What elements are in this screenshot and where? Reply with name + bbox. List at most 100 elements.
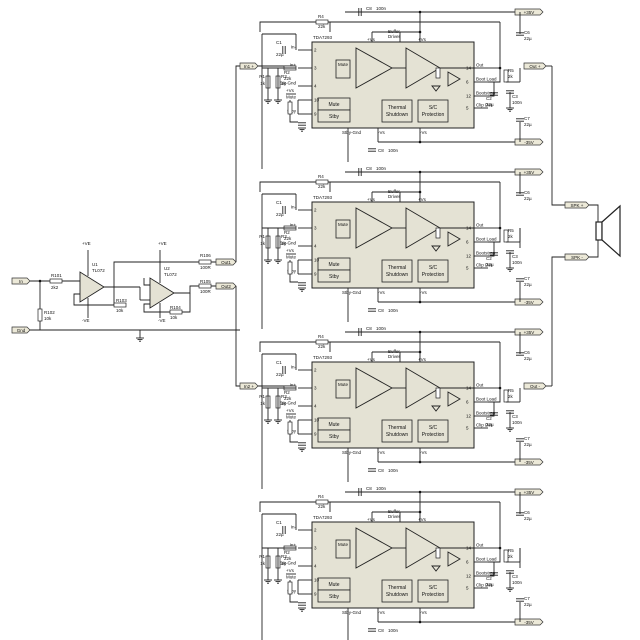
junction-dot bbox=[418, 170, 422, 174]
internal-diode bbox=[431, 405, 441, 412]
feedback-wire bbox=[259, 341, 331, 352]
vs-plus-label: +Vs bbox=[286, 88, 295, 93]
u1-vminus: -VE bbox=[82, 318, 90, 323]
stby-gnd-label: Stby-Gnd bbox=[342, 610, 362, 615]
chip-part-label: TDA7293 bbox=[313, 355, 333, 360]
junction-dot bbox=[418, 460, 422, 464]
rail-plus-top-text: +35V bbox=[524, 490, 535, 495]
stby-gnd-label: Stby-Gnd bbox=[342, 130, 362, 135]
feedback-resistor-r4 bbox=[315, 499, 329, 505]
r4-label: R4 bbox=[318, 174, 324, 179]
chip-part-label: TDA7293 bbox=[313, 195, 333, 200]
u2-vplus: +VE bbox=[158, 241, 167, 246]
c7-capacitor bbox=[516, 438, 524, 442]
c-bottom-label: C8 bbox=[378, 628, 384, 633]
rail-minus-bottom-shape bbox=[514, 618, 544, 626]
spk-plus-port: SPK + bbox=[564, 201, 590, 209]
r5-value: 2k bbox=[508, 234, 514, 239]
c6-capacitor bbox=[516, 512, 524, 516]
feedback-resistor-r4 bbox=[315, 179, 329, 185]
ground-symbol bbox=[274, 99, 282, 104]
rail-minus-bottom-shape bbox=[514, 298, 544, 306]
right-pin-label-3: Clip Det. bbox=[476, 423, 493, 428]
c1-value: 22µ bbox=[276, 52, 284, 57]
c2-label: C2 bbox=[486, 256, 492, 261]
c3-value: 100n bbox=[512, 420, 523, 425]
right-pin-number-1: 6 bbox=[466, 560, 469, 565]
in2-port-text: In2 + bbox=[244, 384, 255, 389]
c8-label: C8 bbox=[366, 6, 372, 11]
vs-plus-label: +Vs bbox=[286, 568, 295, 573]
stby-block-label: Stby bbox=[329, 274, 340, 280]
output-triangle bbox=[447, 391, 461, 407]
right-pin-label-1: Boot Load bbox=[476, 77, 497, 82]
vs-plus-pin-label: +Vs bbox=[367, 357, 376, 362]
driver-label: Driver bbox=[388, 354, 401, 359]
right-pin-number-0: 14 bbox=[466, 226, 472, 231]
u2-opamp bbox=[149, 277, 175, 309]
c3-value: 100n bbox=[512, 260, 523, 265]
left-pin-label-3: Mute bbox=[286, 95, 297, 100]
left-pin-label-2: Sig-Gnd bbox=[279, 241, 296, 246]
right-pin-label-0: Out bbox=[476, 223, 484, 228]
output-triangle bbox=[447, 71, 461, 87]
output-wire bbox=[488, 68, 501, 83]
c7-label: C7 bbox=[524, 276, 530, 281]
gnd-port-text: Gnd bbox=[17, 328, 26, 333]
c1-value: 22µ bbox=[276, 532, 284, 537]
bootstrap-wire bbox=[488, 242, 495, 257]
r105-resistor bbox=[198, 259, 212, 265]
left-pin-label-0: In- bbox=[291, 45, 297, 50]
ground-symbol bbox=[298, 127, 306, 132]
r103-resistor bbox=[113, 302, 127, 308]
out-plus-port-1-text: Out + bbox=[529, 64, 541, 69]
junction-dot bbox=[418, 190, 422, 194]
rail-plus-top: +35V bbox=[514, 168, 544, 176]
left-pin-number-3: 10 bbox=[314, 578, 320, 583]
shutdown-label: Shutdown bbox=[386, 592, 408, 598]
r104-value: 10k bbox=[170, 315, 178, 320]
c7-value: 22µ bbox=[524, 122, 532, 127]
right-pin-number-1: 6 bbox=[466, 240, 469, 245]
c8-value: 100n bbox=[376, 6, 387, 11]
output-wire bbox=[488, 388, 501, 403]
u2-vminus: -VE bbox=[158, 318, 166, 323]
junction-dot bbox=[418, 330, 422, 334]
c-bottom-capacitor bbox=[368, 308, 376, 312]
bootstrap-wire bbox=[488, 562, 495, 577]
c1-capacitor bbox=[282, 46, 286, 54]
right-pin-label-1: Boot Load bbox=[476, 397, 497, 402]
internal-resistor bbox=[435, 67, 441, 79]
right-pin-label-2: Bootstrap bbox=[476, 571, 496, 576]
mute-capacitor bbox=[298, 282, 306, 286]
junction-dot bbox=[418, 510, 422, 514]
r4-value: 22k bbox=[318, 344, 326, 349]
c3-label: C3 bbox=[512, 574, 518, 579]
left-pin-label-1: In+ bbox=[290, 383, 297, 388]
vs-minus-pin-label: -Vs bbox=[378, 450, 386, 455]
ground-symbol bbox=[298, 447, 306, 452]
junction-dot bbox=[498, 546, 502, 550]
mute-switch-box bbox=[335, 539, 351, 559]
r2-value: 22k bbox=[284, 76, 292, 81]
c2-value: 22µ bbox=[486, 582, 494, 587]
output-wiring: Out +Out -SPK +SPK -C7 bbox=[519, 62, 621, 568]
junction-dot bbox=[418, 10, 422, 14]
stby-block-label: Stby bbox=[329, 114, 340, 120]
c-bottom-capacitor bbox=[368, 148, 376, 152]
r104-resistor bbox=[169, 309, 183, 315]
c1-value: 22µ bbox=[276, 372, 284, 377]
switch-q-label: Mute bbox=[338, 222, 349, 227]
mute-resistor bbox=[287, 421, 293, 435]
thermal-label: Thermal bbox=[388, 105, 406, 111]
c6-capacitor bbox=[516, 352, 524, 356]
r3-label: R3 bbox=[281, 74, 287, 79]
r101-label: R101 bbox=[51, 273, 62, 278]
left-pin-label-0: In- bbox=[291, 205, 297, 210]
r4-label: R4 bbox=[318, 494, 324, 499]
driver-label: Driver bbox=[388, 34, 401, 39]
out2-port: Out2 bbox=[215, 282, 237, 290]
right-pin-number-2: 12 bbox=[466, 254, 472, 259]
u2-output-wire bbox=[174, 285, 235, 294]
